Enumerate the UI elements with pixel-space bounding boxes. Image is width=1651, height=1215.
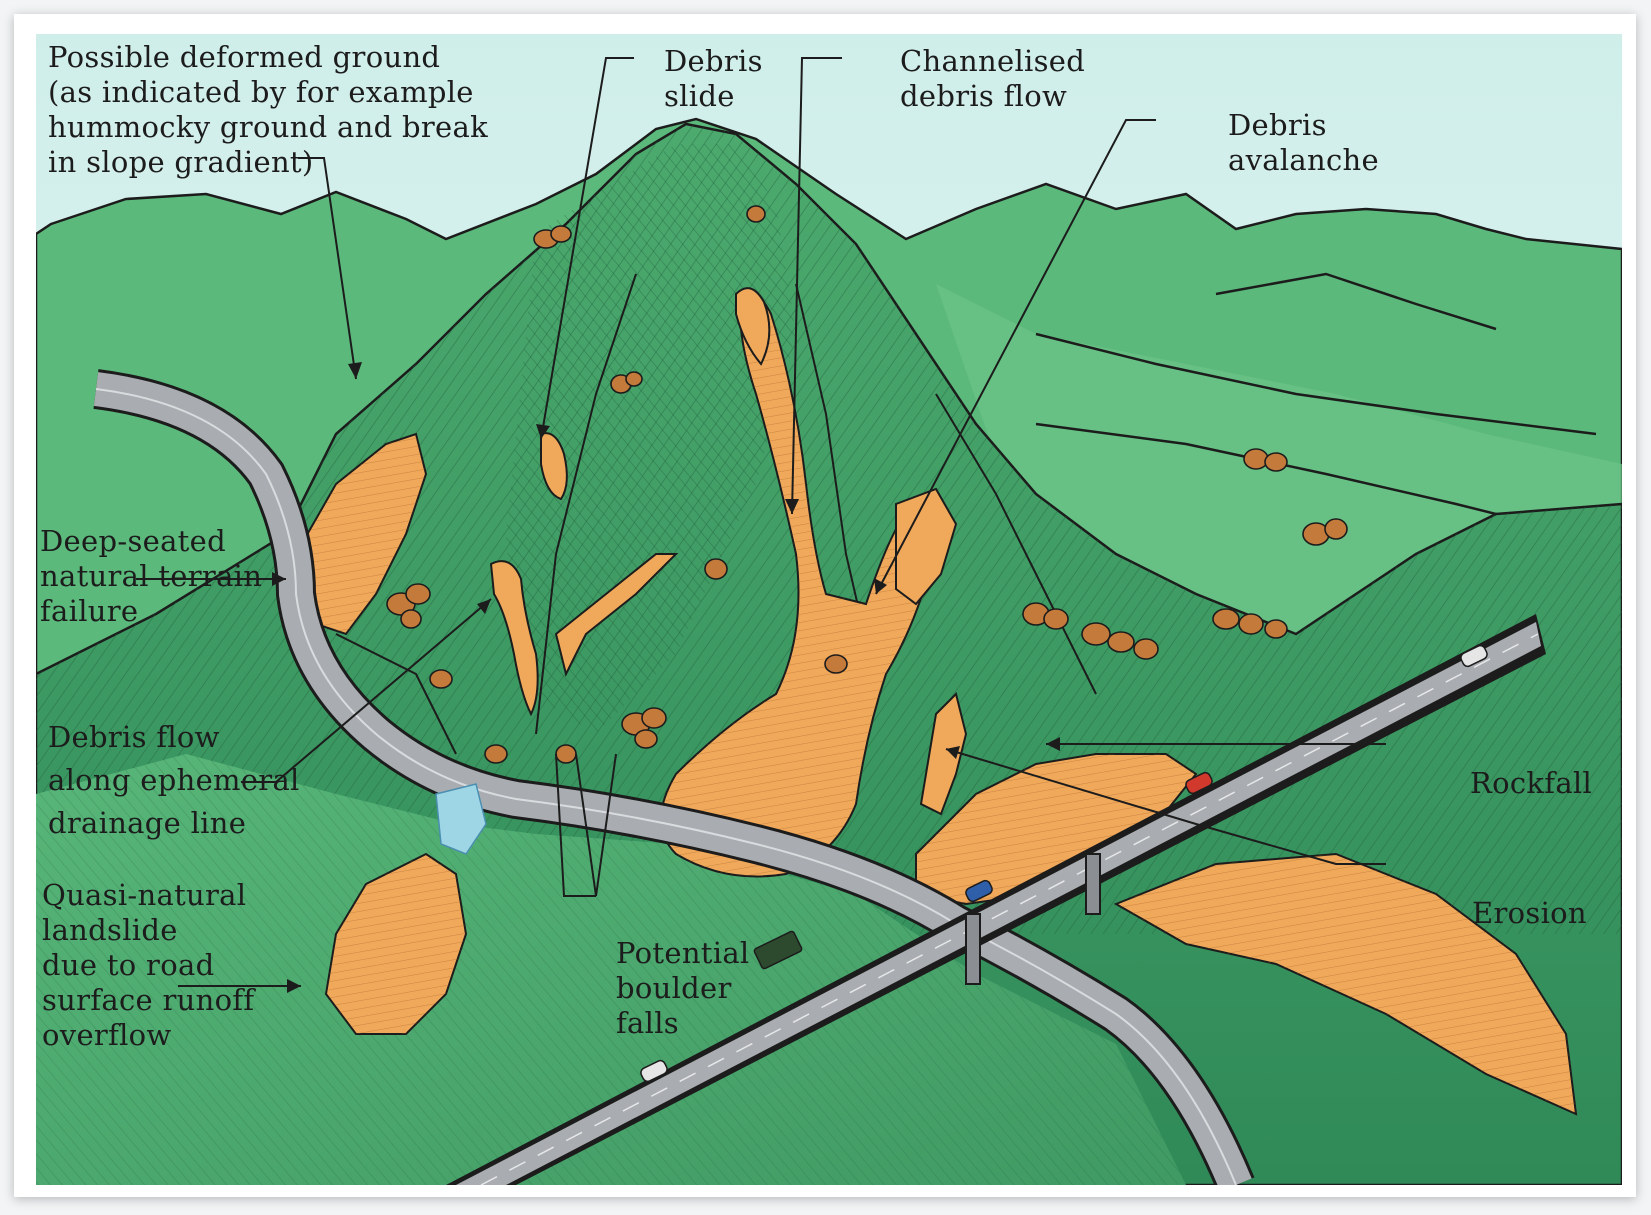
- highway-pillars: [965, 853, 1101, 985]
- label-line: slide: [664, 79, 735, 113]
- label-line: falls: [616, 1006, 679, 1040]
- ridge-line: [1035, 332, 1597, 436]
- foreground-hatching: [36, 754, 1186, 1185]
- vehicles: [640, 644, 1488, 1083]
- label-debris-avalanche: Debris avalanche: [1228, 108, 1379, 178]
- label-debris-slide: Debris slide: [664, 44, 763, 114]
- highway: [446, 614, 1546, 1185]
- label-line: landslide: [42, 913, 178, 947]
- highway-lane: [480, 633, 1539, 1185]
- label-erosion: Erosion: [1472, 896, 1587, 930]
- label-debris-flow-drainage: Debris flow along ephemeral drainage lin…: [48, 716, 300, 845]
- winding-road-edge: [95, 388, 1237, 1185]
- label-quasi-natural: Quasi-natural landslide due to road surf…: [42, 878, 254, 1053]
- label-line: drainage line: [48, 806, 247, 840]
- label-line: Possible deformed ground: [48, 40, 441, 74]
- mountain-hatching: [36, 124, 1622, 934]
- channelised-debris-flow: [660, 290, 933, 878]
- top-slide: [735, 287, 771, 366]
- label-line: Debris: [664, 44, 763, 78]
- label-line: due to road: [42, 948, 215, 982]
- runoff-overflow: [435, 783, 487, 855]
- label-line: boulder: [616, 971, 732, 1005]
- label-line: Debris flow: [48, 720, 220, 754]
- label-channelised-debris-flow: Channelised debris flow: [900, 44, 1085, 114]
- label-line: Deep-seated: [40, 524, 226, 558]
- debris-avalanche: [895, 487, 958, 606]
- label-line: overflow: [42, 1018, 172, 1052]
- label-line: debris flow: [900, 79, 1068, 113]
- label-line: Channelised: [900, 44, 1086, 78]
- gully-line: [535, 273, 637, 735]
- leader-lines: [136, 57, 1386, 987]
- label-line: surface runoff: [42, 983, 255, 1017]
- label-line: Debris: [1228, 108, 1327, 142]
- mountain-hatching: [506, 144, 796, 734]
- debris-flow-drainage: [489, 553, 679, 717]
- label-line: along ephemeral: [48, 763, 300, 797]
- label-line: (as indicated by for example: [48, 75, 474, 109]
- landslide-diagram: [36, 34, 1622, 1185]
- cut-slope-hatch: [1116, 854, 1576, 1114]
- leader-arrowheads: [272, 362, 1060, 993]
- label-line: in slope gradient): [48, 145, 314, 179]
- ridge-line: [1215, 272, 1497, 331]
- debris-slide: [540, 432, 568, 501]
- label-line: avalanche: [1228, 143, 1379, 177]
- boulders: [386, 205, 1348, 764]
- label-boulder-falls: Potential boulder falls: [616, 936, 749, 1041]
- label-line: Quasi-natural: [42, 878, 247, 912]
- label-line: failure: [40, 594, 139, 628]
- label-line: natural terrain: [40, 559, 263, 593]
- erosion-scar: [919, 692, 968, 816]
- label-line: Potential: [616, 936, 750, 970]
- landslide-quasi-natural: [324, 852, 468, 1035]
- label-rockfall: Rockfall: [1470, 766, 1593, 800]
- label-line: hummocky ground and break: [48, 110, 488, 144]
- gully-line: [935, 393, 1097, 695]
- label-deformed-ground: Possible deformed ground (as indicated b…: [48, 40, 488, 180]
- gully-line: [335, 633, 457, 755]
- label-deep-seated: Deep-seated natural terrain failure: [40, 524, 262, 629]
- highway-surface: [456, 622, 1541, 1185]
